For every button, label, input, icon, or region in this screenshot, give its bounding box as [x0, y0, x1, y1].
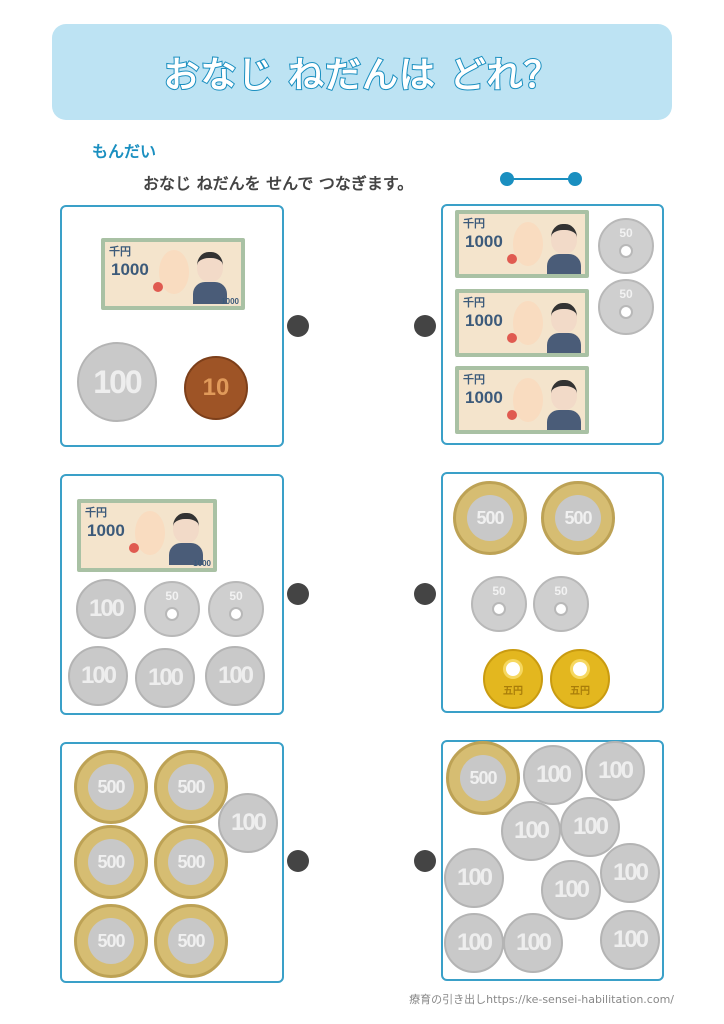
portrait-icon — [173, 513, 199, 543]
coin-100: 100 — [77, 342, 157, 422]
portrait-icon — [197, 252, 223, 282]
coin-100: 100 — [444, 913, 504, 973]
bill-value: 1000 — [87, 521, 125, 540]
bill-value: 1000 — [465, 232, 503, 251]
coin-100: 100 — [501, 801, 561, 861]
coin-label: 50 — [165, 589, 179, 603]
coin-50: 50 — [144, 581, 200, 637]
bill-1000: 千円 1000 1000 — [101, 238, 245, 310]
coin-5: 五円 — [483, 649, 543, 709]
bill-value-small: 1000 — [193, 559, 211, 568]
coin-label: 500 — [467, 495, 513, 541]
instruction-text: おなじ ねだんを せんで つなぎます。 — [143, 174, 414, 193]
coin-500: 500 — [154, 904, 228, 978]
bill-label: 千円 — [463, 296, 485, 309]
coin-50: 50 — [533, 576, 589, 632]
coin-100: 100 — [600, 910, 660, 970]
coin-100: 100 — [205, 646, 265, 706]
coin-label: 500 — [555, 495, 601, 541]
coin-500: 500 — [541, 481, 615, 555]
coin-100: 100 — [541, 860, 601, 920]
coin-label: 50 — [229, 589, 243, 603]
coin-100: 100 — [218, 793, 278, 853]
bill-label: 千円 — [463, 217, 485, 230]
coin-500: 500 — [154, 750, 228, 824]
left-connect-dot-2[interactable] — [287, 583, 309, 605]
portrait-icon — [551, 380, 577, 410]
coin-100: 100 — [585, 741, 645, 801]
right-connect-dot-2[interactable] — [414, 583, 436, 605]
coin-label: 500 — [88, 764, 134, 810]
coin-label: 500 — [88, 918, 134, 964]
coin-100: 100 — [68, 646, 128, 706]
footer-credit: 療育の引き出しhttps://ke-sensei-habilitation.co… — [409, 993, 674, 1006]
coin-label: 五円 — [570, 685, 590, 697]
page-title: おなじ ねだんは どれ？ — [162, 54, 561, 97]
question-label: もんだい — [92, 142, 157, 161]
left-connect-dot-1[interactable] — [287, 315, 309, 337]
coin-label: 500 — [168, 918, 214, 964]
coin-100: 100 — [503, 913, 563, 973]
bill-value: 1000 — [465, 388, 503, 407]
coin-100: 100 — [523, 745, 583, 805]
coin-500: 500 — [74, 904, 148, 978]
title-banner: おなじ ねだんは どれ？ — [52, 24, 672, 120]
coin-500: 500 — [74, 825, 148, 899]
coin-100: 100 — [135, 648, 195, 708]
coin-label: 500 — [88, 839, 134, 885]
coin-5: 五円 — [550, 649, 610, 709]
right-connect-dot-1[interactable] — [414, 315, 436, 337]
portrait-icon — [551, 303, 577, 333]
coin-label: 500 — [460, 755, 506, 801]
bill-label: 千円 — [85, 506, 107, 519]
left-connect-dot-3[interactable] — [287, 850, 309, 872]
coin-50: 50 — [471, 576, 527, 632]
coin-label: 500 — [168, 839, 214, 885]
coin-label: 50 — [619, 287, 633, 301]
coin-label: 500 — [168, 764, 214, 810]
coin-500: 500 — [453, 481, 527, 555]
coin-50: 50 — [598, 218, 654, 274]
bill-1000: 千円 1000 — [455, 289, 589, 357]
bill-value-small: 1000 — [221, 297, 239, 306]
coin-label: 五円 — [503, 685, 523, 697]
coin-label: 50 — [554, 584, 568, 598]
coin-500: 500 — [446, 741, 520, 815]
bill-label: 千円 — [463, 373, 485, 386]
coin-label: 50 — [492, 584, 506, 598]
coin-label: 50 — [619, 226, 633, 240]
portrait-icon — [551, 224, 577, 254]
coin-50: 50 — [208, 581, 264, 637]
bill-1000: 千円 1000 — [455, 210, 589, 278]
bill-label: 千円 — [109, 245, 131, 258]
coin-500: 500 — [74, 750, 148, 824]
coin-10: 10 — [184, 356, 248, 420]
coin-100: 100 — [600, 843, 660, 903]
bill-value: 1000 — [465, 311, 503, 330]
coin-100: 100 — [560, 797, 620, 857]
bill-1000: 千円 1000 — [455, 366, 589, 434]
bill-1000: 千円 1000 1000 — [77, 499, 217, 572]
bill-value: 1000 — [111, 260, 149, 279]
connect-line-icon — [500, 172, 582, 186]
coin-50: 50 — [598, 279, 654, 335]
coin-100: 100 — [444, 848, 504, 908]
coin-500: 500 — [154, 825, 228, 899]
coin-100: 100 — [76, 579, 136, 639]
right-connect-dot-3[interactable] — [414, 850, 436, 872]
